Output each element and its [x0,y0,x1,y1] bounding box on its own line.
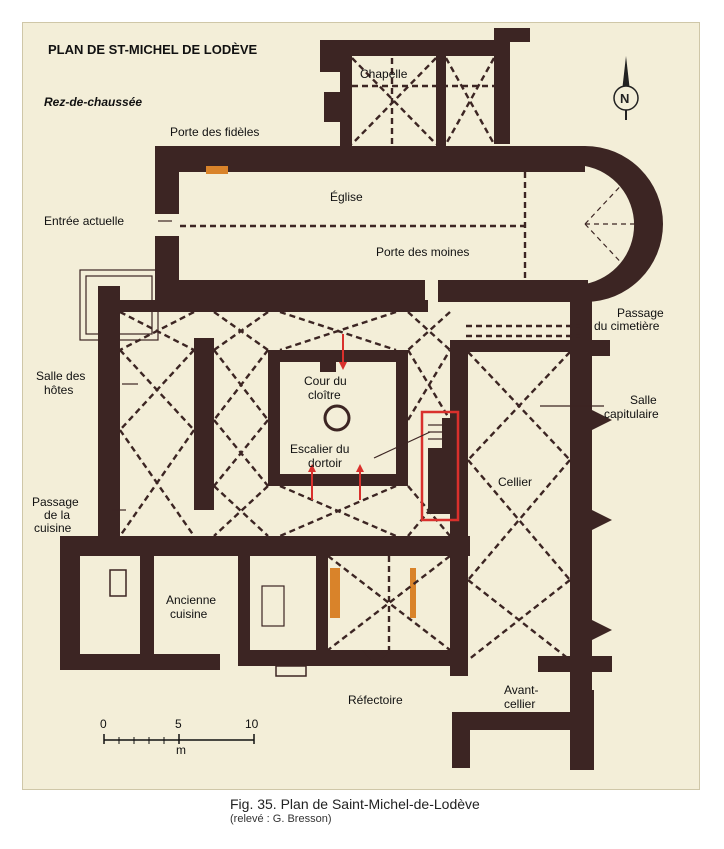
label-porte-moines: Porte des moines [376,245,469,259]
label-cour-cloitre-1: Cour du [304,374,347,388]
figure-caption: Fig. 35. Plan de Saint-Michel-de-Lodève … [230,796,630,825]
label-chapelle: Chapelle [360,67,408,81]
north-arrow-icon: N [613,56,639,120]
label-ancienne-cuisine-1: Ancienne [166,593,216,607]
circulation-arrows [308,334,364,500]
label-cellier: Cellier [498,475,532,489]
label-salle-hotes-2: hôtes [44,383,73,397]
cloister-block [60,286,609,740]
label-escalier-dortoir-1: Escalier du [290,442,349,456]
label-ancienne-cuisine-2: cuisine [170,607,208,621]
scale-bar: 0 5 10 m [100,717,259,757]
label-passage-cuisine-3: cuisine [34,521,72,535]
label-porte-fideles: Porte des fidèles [170,125,259,139]
label-passage-cimetiere-2: du cimetière [594,319,660,333]
label-passage-cimetiere-1: Passage [617,306,664,320]
eglise-block [155,146,663,302]
plan-title: PLAN DE ST-MICHEL DE LODÈVE [48,42,258,57]
plan-level: Rez-de-chaussée [44,95,142,109]
label-refectoire: Réfectoire [348,693,403,707]
label-entree-actuelle: Entrée actuelle [44,214,124,228]
label-salle-capitulaire-2: capitulaire [604,407,659,421]
scale-unit: m [176,743,186,757]
label-escalier-dortoir-2: dortoir [308,456,342,470]
cellier-block [467,340,612,672]
caption-credit: (relevé : G. Bresson) [230,813,332,825]
avant-cellier-block [452,690,594,770]
label-salle-hotes-1: Salle des [36,369,85,383]
label-avant-cellier-2: cellier [504,697,535,711]
scale-tick-0: 0 [100,717,107,731]
caption-main: Fig. 35. Plan de Saint-Michel-de-Lodève [230,796,480,812]
label-cour-cloitre-2: cloître [308,388,341,402]
south-wing [60,536,468,677]
label-avant-cellier-1: Avant- [504,683,538,697]
north-label: N [620,91,629,106]
label-passage-cuisine-2: de la [44,508,70,522]
label-passage-cuisine-1: Passage [32,495,79,509]
label-eglise: Église [330,189,363,204]
scale-tick-10: 10 [245,717,259,731]
scale-tick-5: 5 [175,717,182,731]
chapelle-block [320,28,530,146]
porte-fideles-door [206,166,228,174]
label-salle-capitulaire-1: Salle [630,393,657,407]
escalier-dortoir-highlight [420,410,460,522]
